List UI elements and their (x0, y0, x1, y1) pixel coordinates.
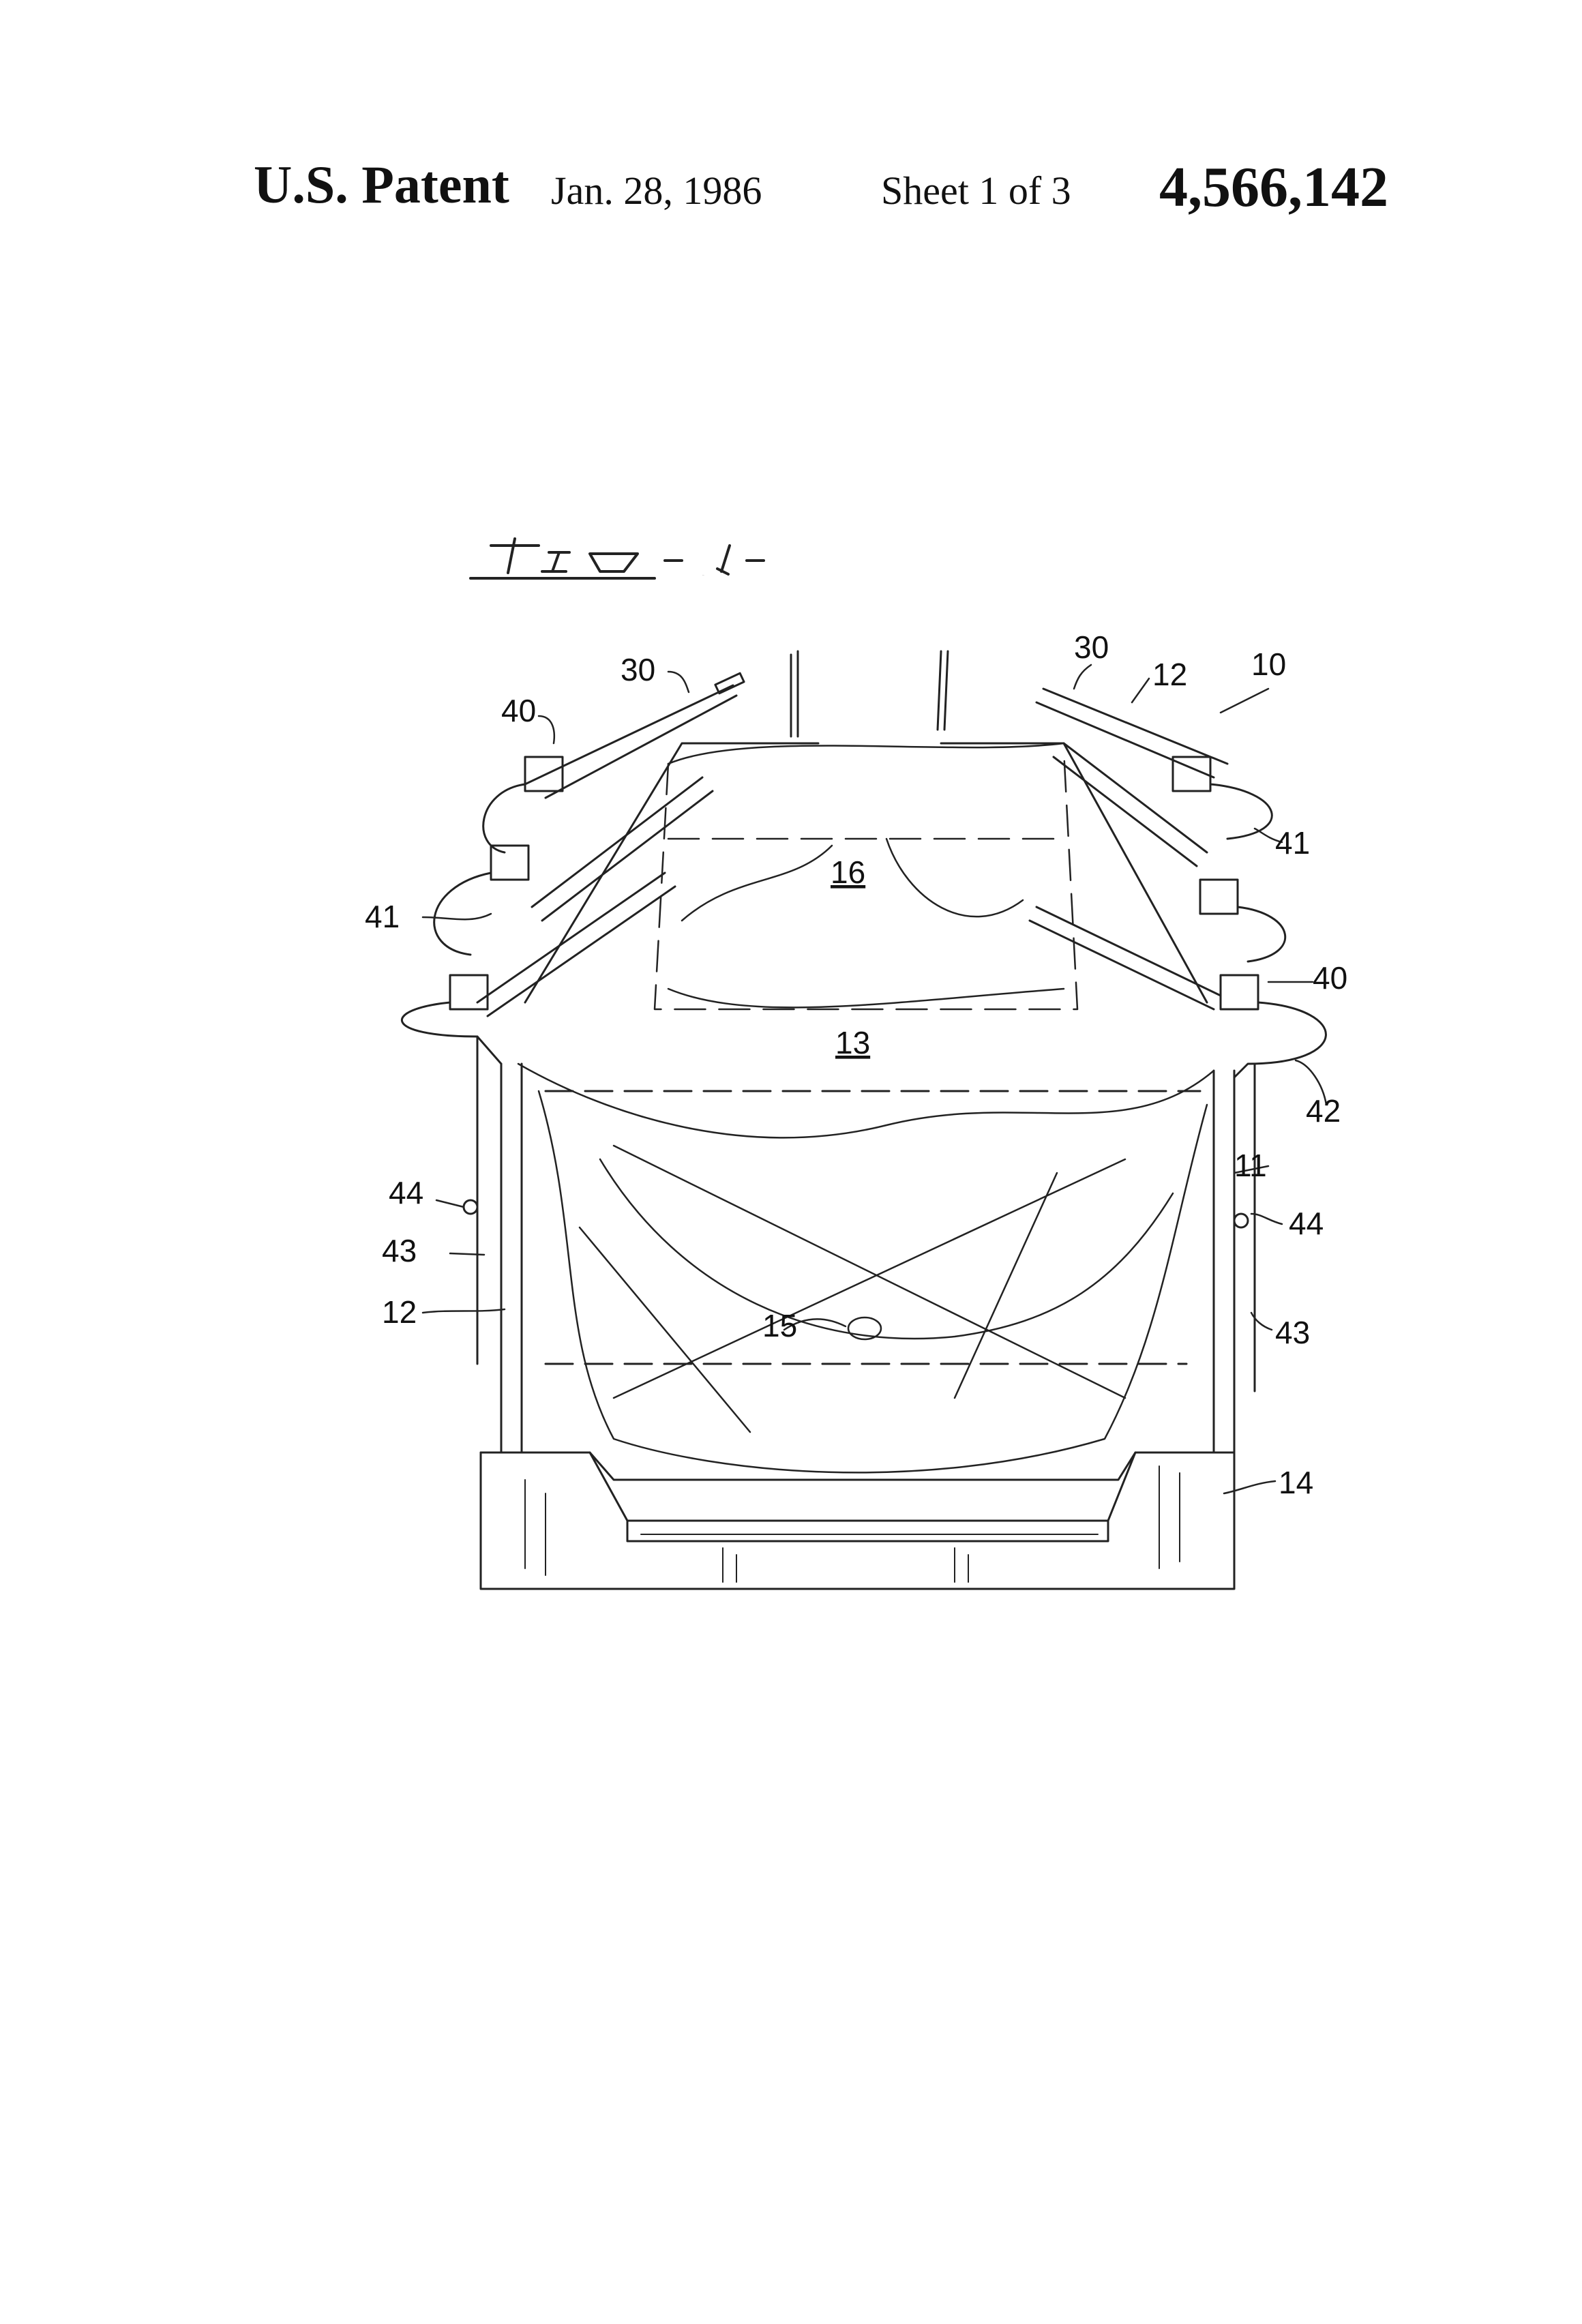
callout-40-right: 40 (1313, 960, 1347, 996)
callout-14: 14 (1279, 1465, 1313, 1500)
drain-outlet-15 (847, 1316, 882, 1341)
valve-44-left (462, 1199, 479, 1215)
callout-41-right: 41 (1275, 825, 1310, 861)
callout-44-left: 44 (389, 1175, 423, 1210)
callout-42: 42 (1306, 1093, 1341, 1129)
support-arms (476, 650, 1229, 1017)
callout-16: 16 (831, 854, 865, 890)
callout-40-left: 40 (501, 693, 536, 728)
callout-12-top: 12 (1152, 657, 1187, 692)
figure-label-text: FIG-1 (702, 575, 704, 576)
callout-43-left: 43 (382, 1233, 417, 1268)
callout-30-left: 30 (621, 652, 655, 687)
leader-lines (421, 664, 1328, 1495)
callout-15: 15 (762, 1308, 797, 1343)
callout-11: 11 (1234, 1148, 1267, 1183)
callout-13: 13 (835, 1025, 870, 1060)
patent-label: U.S. Patent (254, 155, 509, 214)
clamps (449, 756, 1259, 1011)
figure-label: FIG-1 (469, 537, 765, 580)
patent-date: Jan. 28, 1986 (551, 168, 762, 213)
patent-number: 4,566,142 (1159, 155, 1388, 219)
callout-12-left: 12 (382, 1294, 417, 1330)
hoses (400, 783, 1327, 1392)
liner-bag (517, 742, 1215, 1474)
callout-10: 10 (1251, 646, 1286, 682)
callout-44-right: 44 (1289, 1206, 1324, 1241)
sheet-indicator: Sheet 1 of 3 (881, 168, 1071, 213)
callout-30-right: 30 (1074, 629, 1109, 665)
callout-41-left: 41 (365, 899, 400, 934)
pallet-base (479, 1451, 1236, 1590)
callout-43-right: 43 (1275, 1315, 1310, 1350)
valve-44-right (1233, 1212, 1249, 1229)
frame-uprights (500, 742, 1236, 1454)
